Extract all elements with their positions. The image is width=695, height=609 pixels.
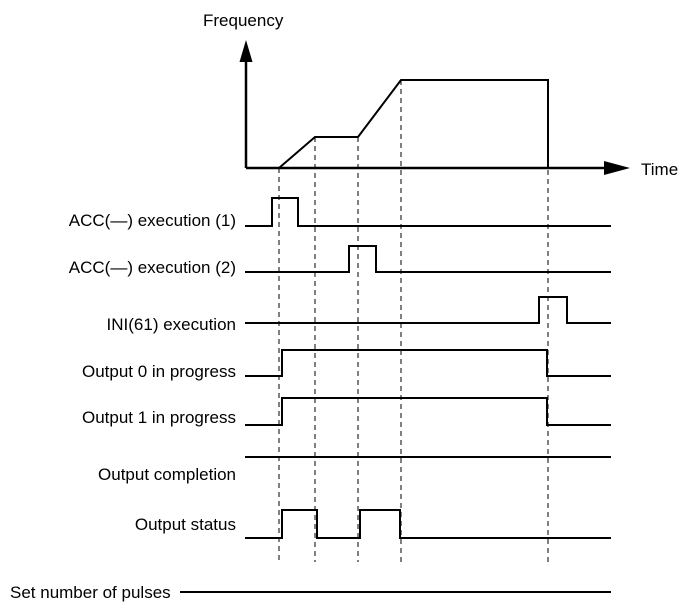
- signal-label-completion: Output completion: [98, 465, 236, 484]
- frequency-axis-arrow: [239, 40, 253, 62]
- signal-label-acc2: ACC(—) execution (2): [69, 258, 236, 277]
- signal-label-set-pulses: Set number of pulses: [10, 583, 171, 602]
- signal-waveform-out1: [245, 397, 611, 426]
- signal-label-status: Output status: [135, 515, 236, 534]
- time-axis-label: Time: [641, 160, 678, 179]
- signal-label-ini: INI(61) execution: [107, 315, 236, 334]
- signal-label-out0: Output 0 in progress: [82, 362, 236, 381]
- signal-waveform-ini: [245, 296, 611, 324]
- signal-waveform-acc1: [245, 197, 611, 227]
- signal-waveform-status: [245, 509, 611, 539]
- signal-label-acc1: ACC(—) execution (1): [69, 211, 236, 230]
- time-axis-arrow: [604, 161, 630, 175]
- frequency-axis-label: Frequency: [203, 11, 284, 30]
- signal-label-out1: Output 1 in progress: [82, 408, 236, 427]
- signal-waveform-acc2: [245, 245, 611, 273]
- frequency-profile: [278, 79, 549, 169]
- signal-waveform-out0: [245, 349, 611, 377]
